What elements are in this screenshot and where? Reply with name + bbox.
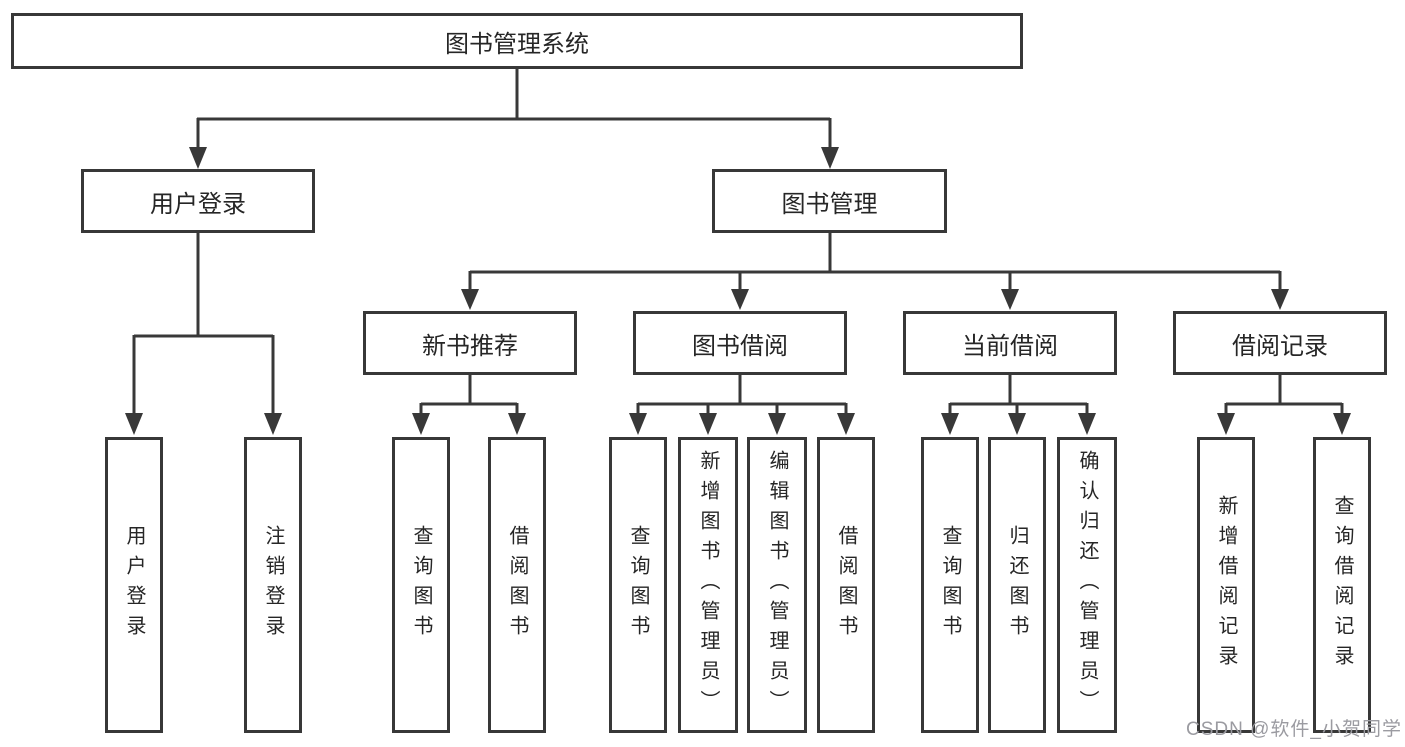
node-label: 查询图书 [939,525,961,645]
node-borrow-record: 借阅记录 [1173,311,1387,375]
node-label: 图书管理系统 [445,30,589,58]
arrowhead [461,289,479,310]
node-label: 注销登录 [262,525,284,645]
node-book-borrow: 图书借阅 [633,311,847,375]
node-label: 用户登录 [150,190,246,218]
node-label: 借阅图书 [506,525,528,645]
node-label: 编辑图书（管理员） [766,450,788,720]
node-label: 图书管理 [781,190,878,218]
leaf-edit-book-admin: 编辑图书（管理员） [747,437,807,733]
arrowhead [768,413,786,435]
node-root-system: 图书管理系统 [11,13,1023,69]
arrowhead [264,413,282,435]
leaf-borrow-book: 借阅图书 [817,437,875,733]
leaf-recommend-borrow-book: 借阅图书 [488,437,546,733]
arrowhead [508,413,526,435]
node-label: 用户登录 [123,525,145,645]
leaf-query-borrow-record: 查询借阅记录 [1313,437,1371,733]
node-label: 确认归还（管理员） [1076,450,1098,720]
arrowhead [821,147,839,169]
arrowhead [1217,413,1235,435]
node-label: 查询借阅记录 [1331,495,1353,675]
node-book-management: 图书管理 [712,169,947,233]
connector-root-to-level2 [189,69,839,169]
leaf-current-query-book: 查询图书 [921,437,979,733]
leaf-borrow-query-book: 查询图书 [609,437,667,733]
arrowhead [189,147,207,169]
connector-book-management-to-level3 [461,233,1289,310]
node-new-book-recommend: 新书推荐 [363,311,577,375]
arrowhead [731,289,749,310]
arrowhead [941,413,959,435]
leaf-confirm-return-admin: 确认归还（管理员） [1057,437,1117,733]
node-label: 新增图书（管理员） [697,450,719,720]
arrowhead [629,413,647,435]
connector-borrow-record-to-leaves [1217,375,1351,435]
node-label: 查询图书 [627,525,649,645]
arrowhead [1078,413,1096,435]
arrowhead [125,413,143,435]
node-label: 新增借阅记录 [1215,495,1237,675]
arrowhead [1333,413,1351,435]
node-label: 当前借阅 [962,332,1058,360]
leaf-logout: 注销登录 [244,437,302,733]
connector-current-borrow-to-leaves [941,375,1096,435]
leaf-user-login: 用户登录 [105,437,163,733]
connector-user-login-to-leaves [125,233,282,435]
node-label: 查询图书 [410,525,432,645]
node-label: 借阅记录 [1232,332,1328,360]
csdn-watermark: CSDN @软件_小贺同学 [1186,719,1402,740]
node-label: 图书借阅 [692,332,788,360]
arrowhead [412,413,430,435]
leaf-recommend-query-book: 查询图书 [392,437,450,733]
leaf-add-borrow-record: 新增借阅记录 [1197,437,1255,733]
node-label: 借阅图书 [835,525,857,645]
arrowhead [1008,413,1026,435]
connector-book-borrow-to-leaves [629,375,855,435]
node-user-login: 用户登录 [81,169,315,233]
arrowhead [699,413,717,435]
arrowhead [837,413,855,435]
node-label: 新书推荐 [422,332,518,360]
connector-new-book-recommend-to-leaves [412,375,526,435]
leaf-add-book-admin: 新增图书（管理员） [678,437,738,733]
arrowhead [1271,289,1289,310]
arrowhead [1001,289,1019,310]
node-current-borrow: 当前借阅 [903,311,1117,375]
leaf-return-book: 归还图书 [988,437,1046,733]
node-label: 归还图书 [1006,525,1028,645]
